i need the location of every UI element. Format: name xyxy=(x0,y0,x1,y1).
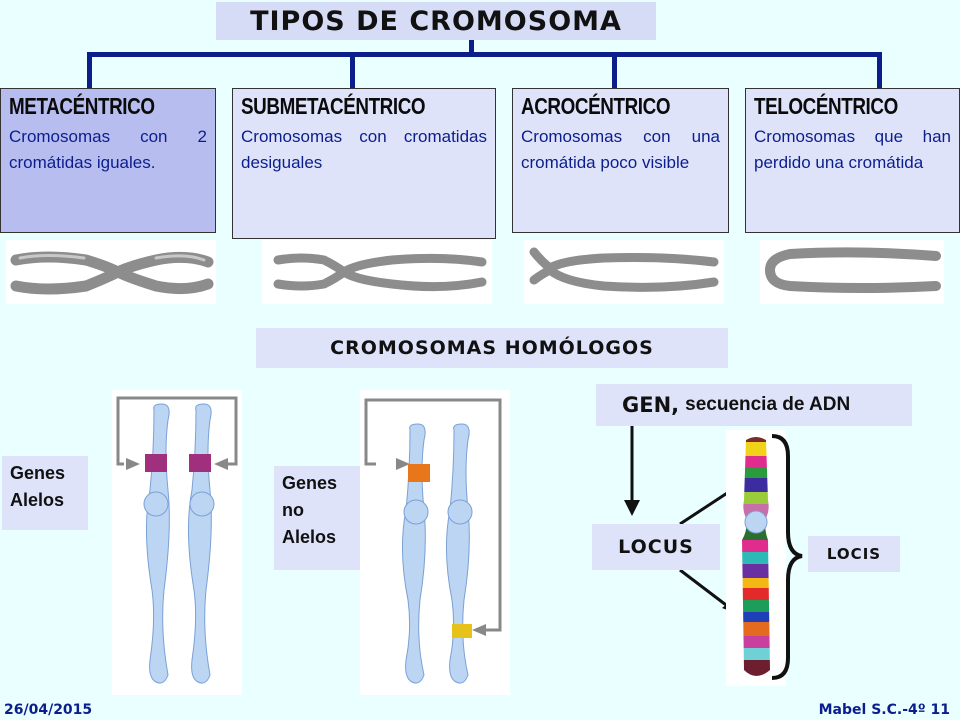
label-line: Alelos xyxy=(282,527,337,547)
type-description: Cromosomas con 2 cromátidas iguales. xyxy=(9,127,207,172)
gen-definition: GEN, secuencia de ADN xyxy=(596,384,912,426)
label-line: Genes xyxy=(282,473,338,493)
locis-label: LOCIS xyxy=(808,536,900,572)
type-title: TELOCÉNTRICO xyxy=(754,93,898,119)
connector-bar xyxy=(87,52,882,57)
gene-loci-chromosome-image xyxy=(726,430,786,686)
homologous-pair-alleles-image xyxy=(112,390,242,695)
genes-no-alelos-label: Genes no Alelos xyxy=(274,466,366,570)
connector-drop-2 xyxy=(350,52,355,88)
connector-drop-4 xyxy=(877,52,882,88)
footer-date: 26/04/2015 xyxy=(4,702,93,718)
type-box-telocentrico: TELOCÉNTRICO Cromosomas que han perdido … xyxy=(745,88,960,233)
metacentric-chromosome-image xyxy=(6,240,216,304)
loci-brace xyxy=(771,434,803,680)
connector-trunk xyxy=(469,40,474,56)
homologous-title: CROMOSOMAS HOMÓLOGOS xyxy=(256,328,728,368)
page-title: TIPOS DE CROMOSOMA xyxy=(216,2,656,40)
locus-label: LOCUS xyxy=(592,524,720,570)
type-box-submetacentrico: SUBMETACÉNTRICO Cromosomas con cromatida… xyxy=(232,88,496,239)
submetacentric-chromosome-image xyxy=(262,240,492,304)
gen-description: secuencia de ADN xyxy=(685,394,851,415)
label-line: no xyxy=(282,500,304,520)
type-box-acrocentrico: ACROCÉNTRICO Cromosomas con una cromátid… xyxy=(512,88,729,233)
connector-drop-1 xyxy=(87,52,92,88)
type-box-metacentrico: METACÉNTRICO Cromosomas con 2 cromátidas… xyxy=(0,88,216,233)
type-title: SUBMETACÉNTRICO xyxy=(241,93,426,119)
homologous-pair-non-alleles-image xyxy=(360,390,510,695)
type-description: Cromosomas con cromatidas desiguales xyxy=(241,127,487,172)
genes-alelos-label: Genes Alelos xyxy=(2,456,88,530)
telocentric-chromosome-image xyxy=(760,240,944,304)
type-title: METACÉNTRICO xyxy=(9,93,155,119)
label-line: Genes xyxy=(10,463,66,483)
acrocentric-chromosome-image xyxy=(524,240,724,304)
connector-drop-3 xyxy=(612,52,617,88)
type-title: ACROCÉNTRICO xyxy=(521,93,671,119)
type-description: Cromosomas con una cromátida poco visibl… xyxy=(521,127,720,172)
type-description: Cromosomas que han perdido una cromátida xyxy=(754,127,951,172)
footer-author: Mabel S.C.-4º 11 xyxy=(818,702,950,718)
gen-term: GEN, xyxy=(622,393,680,417)
label-line: Alelos xyxy=(10,490,65,510)
